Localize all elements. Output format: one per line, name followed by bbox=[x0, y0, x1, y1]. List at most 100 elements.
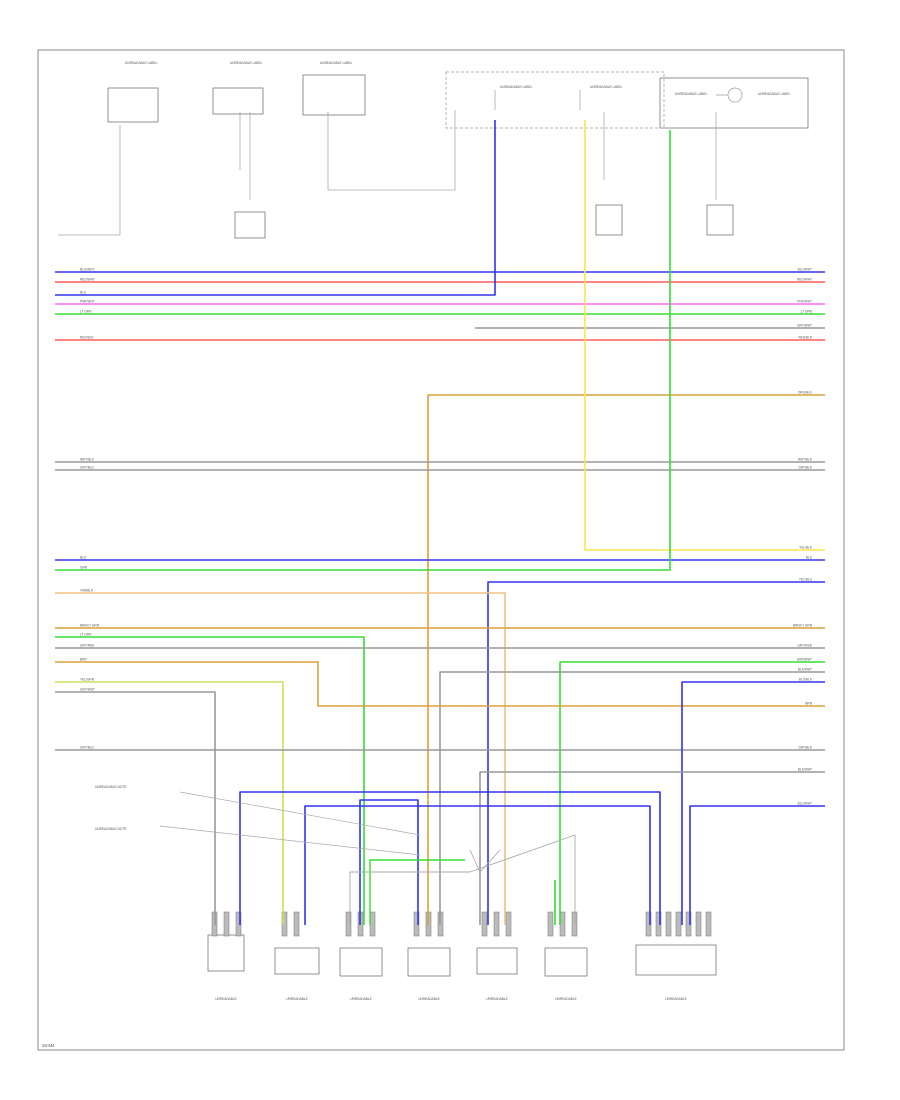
connector-pin bbox=[281, 911, 288, 937]
bottom-component-label: UNREADABLE bbox=[486, 997, 508, 1001]
wire-26 bbox=[689, 805, 825, 925]
wire-label-left: BRN/LT GRN bbox=[80, 624, 100, 628]
bottom-component-label: UNREADABLE bbox=[665, 997, 687, 1001]
wire-label-right: BLU/BLK bbox=[799, 678, 813, 682]
wire-label-right: BLU bbox=[806, 556, 813, 560]
connector-pin bbox=[493, 911, 500, 937]
side-note: UNREADABLE NOTE bbox=[95, 827, 126, 831]
static-layer bbox=[107, 71, 809, 977]
wire-label-right: BLU/WHT bbox=[798, 268, 812, 272]
connector-pin bbox=[505, 911, 512, 937]
wire-label-left: BLU/WHT bbox=[80, 268, 94, 272]
component-box bbox=[659, 77, 809, 129]
wire-label-left: BLU bbox=[80, 291, 87, 295]
top-component-label: UNREADABLE LABEL bbox=[590, 85, 623, 89]
top-component-label: UNREADABLE LABEL bbox=[320, 61, 353, 65]
wire-19 bbox=[439, 671, 825, 925]
wire-label-left: BLU bbox=[80, 556, 87, 560]
top-component-label: UNREADABLE LABEL bbox=[230, 61, 263, 65]
wire-label-left: RED/WHT bbox=[80, 278, 95, 282]
connector-pin bbox=[369, 911, 376, 937]
wire-label-left: WHT/BLK bbox=[80, 458, 95, 462]
connector-pin bbox=[223, 911, 230, 937]
wire-16 bbox=[55, 636, 365, 925]
bottom-component-box bbox=[476, 947, 518, 975]
connector-pin bbox=[655, 911, 662, 937]
leader-line bbox=[179, 791, 421, 836]
sensor-circle bbox=[727, 87, 743, 103]
connector-pin bbox=[571, 911, 578, 937]
side-note: UNREADABLE NOTE bbox=[95, 785, 126, 789]
dashed-enclosure bbox=[445, 71, 665, 129]
connector-pin bbox=[685, 911, 692, 937]
top-component-label: UNREADABLE LABEL bbox=[758, 92, 791, 96]
wire-label-left: LT GRN bbox=[80, 633, 92, 637]
bottom-component-box bbox=[274, 947, 320, 975]
wire-25 bbox=[479, 771, 825, 925]
wire-label-left: GRY/BLK bbox=[80, 746, 95, 750]
connector-pin bbox=[645, 911, 652, 937]
splice bbox=[469, 849, 501, 873]
wire-label-right: GRY/BLK bbox=[798, 466, 813, 470]
wire-12 bbox=[55, 130, 671, 571]
wire-13 bbox=[487, 581, 825, 925]
gray-lead bbox=[58, 125, 121, 236]
blue-bus bbox=[359, 799, 419, 925]
wire-label-right: WHT/BLK bbox=[798, 458, 813, 462]
component-box bbox=[107, 87, 159, 123]
wire-label-right: PNK/WHT bbox=[797, 300, 812, 304]
connector-pin bbox=[695, 911, 702, 937]
leader-line bbox=[159, 825, 421, 856]
bottom-component-box bbox=[407, 947, 451, 977]
component-box bbox=[212, 87, 264, 115]
wire-label-right: GRY/RED bbox=[798, 644, 813, 648]
gray-lead bbox=[327, 112, 456, 191]
wire-label-right: BLK/WHT bbox=[798, 668, 812, 672]
connector-pin bbox=[413, 911, 420, 937]
gray-lead bbox=[469, 834, 576, 925]
component-box bbox=[302, 74, 366, 116]
wire-24 bbox=[681, 681, 825, 925]
gray-lead bbox=[349, 871, 470, 925]
connector-box bbox=[706, 204, 734, 236]
connector-pin bbox=[345, 911, 352, 937]
wire-10 bbox=[584, 120, 825, 551]
bottom-component-box bbox=[207, 934, 245, 972]
bottom-component-label: UNREADABLE bbox=[215, 997, 237, 1001]
wire-label-right: GRY/BLK bbox=[798, 746, 813, 750]
blue-bus bbox=[239, 791, 661, 925]
wire-7 bbox=[427, 394, 825, 925]
bottom-component-label: UNREADABLE bbox=[555, 997, 577, 1001]
bottom-component-box bbox=[635, 944, 717, 976]
connector-pin bbox=[547, 911, 554, 937]
blue-bus bbox=[304, 805, 651, 925]
wire-20 bbox=[55, 661, 825, 707]
figure-id: S4-M4 bbox=[42, 1043, 55, 1048]
wire-14 bbox=[55, 592, 506, 925]
connector-pin bbox=[705, 911, 712, 937]
wire-label-right: RED/BLK bbox=[798, 336, 813, 340]
bottom-component-box bbox=[544, 947, 588, 977]
wire-label-right: ORG/BLK bbox=[798, 391, 813, 395]
wire-label-left: GRY/BLK bbox=[80, 466, 95, 470]
wire-label-left: YEL/GRN bbox=[80, 678, 95, 682]
green-lead bbox=[369, 859, 465, 925]
wire-label-right: LT GRN bbox=[801, 310, 813, 314]
top-component-label: UNREADABLE LABEL bbox=[500, 85, 533, 89]
wire-18 bbox=[559, 661, 825, 925]
connector-box bbox=[234, 211, 266, 239]
diagram-frame bbox=[37, 49, 845, 1051]
wire-label-left: TAN/BLK bbox=[80, 589, 94, 593]
wire-label-right: BLU/WHT bbox=[798, 802, 812, 806]
wire-label-right: YEL/BLU bbox=[799, 578, 813, 582]
wire-label-right: GRN/WHT bbox=[797, 658, 812, 662]
wire-layer bbox=[55, 90, 825, 925]
connector-box bbox=[595, 204, 623, 236]
wire-label-left: PNK/WHT bbox=[80, 300, 95, 304]
wire-label-right: BLK/WHT bbox=[798, 768, 812, 772]
wire-22 bbox=[55, 691, 216, 925]
connector-pin bbox=[235, 911, 242, 937]
connector-pin bbox=[481, 911, 488, 937]
wire-label-left: GRY/WHT bbox=[80, 688, 95, 692]
